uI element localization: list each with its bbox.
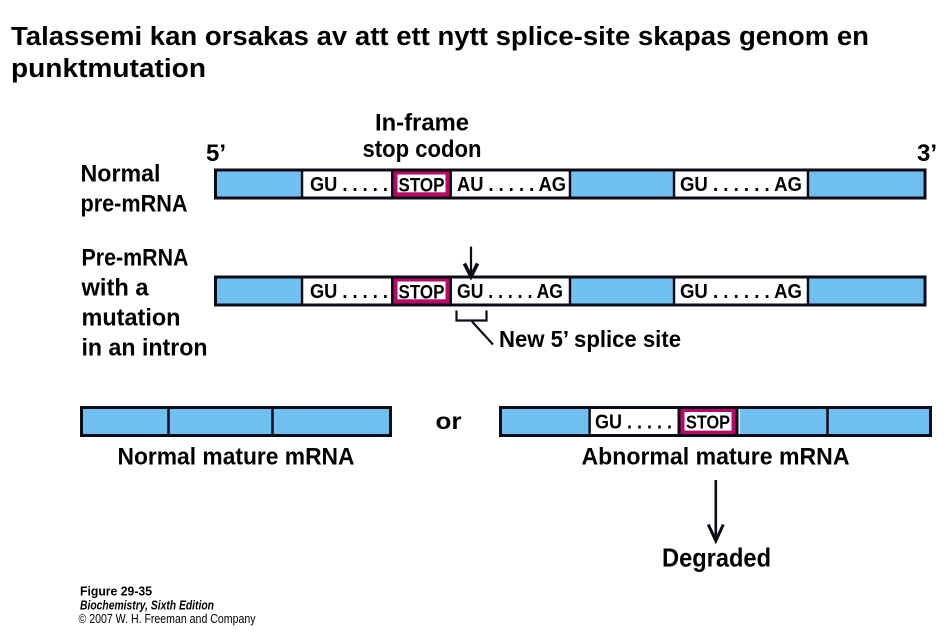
svg-text:stop codon: stop codon xyxy=(363,136,482,163)
svg-text:pre-mRNA: pre-mRNA xyxy=(81,191,188,218)
svg-text:3’: 3’ xyxy=(917,140,937,167)
svg-text:Talassemi kan orsakas av att e: Talassemi kan orsakas av att ett nytt sp… xyxy=(11,23,869,51)
svg-text:or: or xyxy=(436,408,462,434)
svg-text:© 2007 W. H. Freeman and Compa: © 2007 W. H. Freeman and Company xyxy=(79,611,256,626)
svg-text:New 5’ splice site: New 5’ splice site xyxy=(499,326,681,352)
svg-text:In-frame: In-frame xyxy=(375,110,469,137)
svg-text:in an intron: in an intron xyxy=(82,335,208,362)
svg-text:GU . . . . . . AG: GU . . . . . . AG xyxy=(680,174,802,196)
svg-text:STOP: STOP xyxy=(399,176,445,197)
svg-text:Abnormal mature mRNA: Abnormal mature mRNA xyxy=(582,444,850,471)
svg-text:STOP: STOP xyxy=(686,413,730,433)
svg-text:with a: with a xyxy=(81,275,150,302)
svg-text:Normal mature mRNA: Normal mature mRNA xyxy=(118,444,355,471)
svg-text:GU . . . . . AG: GU . . . . . AG xyxy=(457,281,563,303)
svg-text:STOP: STOP xyxy=(399,283,445,304)
svg-text:mutation: mutation xyxy=(82,305,181,332)
svg-text:GU . . . . . . AG: GU . . . . . . AG xyxy=(680,281,802,303)
svg-text:GU . . . . .: GU . . . . . xyxy=(310,281,388,303)
svg-text:Degraded: Degraded xyxy=(662,543,771,573)
svg-text:Biochemistry, Sixth Edition: Biochemistry, Sixth Edition xyxy=(80,599,214,613)
svg-text:5’: 5’ xyxy=(206,140,226,167)
svg-text:Pre-mRNA: Pre-mRNA xyxy=(82,245,189,272)
svg-text:punktmutation: punktmutation xyxy=(11,55,206,83)
svg-text:Figure 29-35: Figure 29-35 xyxy=(80,585,152,599)
svg-text:Normal: Normal xyxy=(81,161,161,188)
svg-text:GU . . . . .: GU . . . . . xyxy=(310,174,388,196)
svg-text:AU . . . . . AG: AU . . . . . AG xyxy=(457,174,566,196)
svg-text:GU . . . . .: GU . . . . . xyxy=(595,412,672,434)
